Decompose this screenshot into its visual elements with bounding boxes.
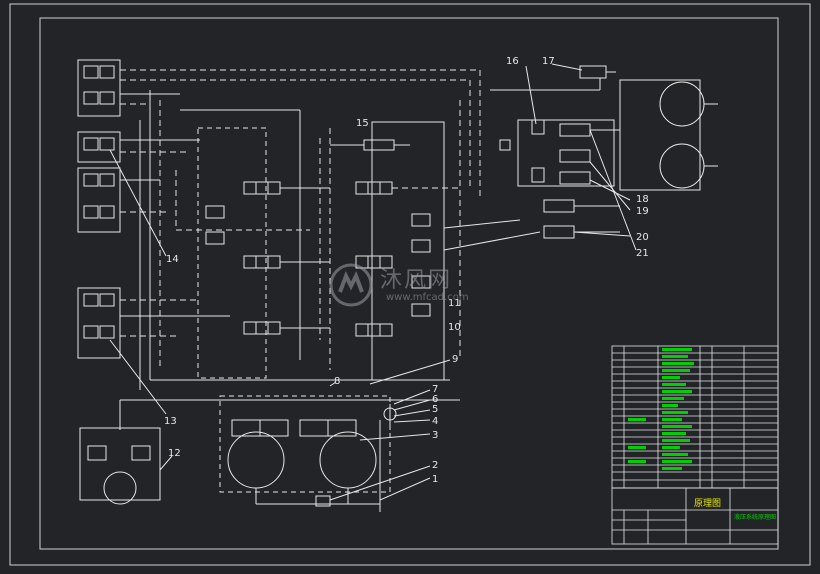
title-block bbox=[611, 487, 779, 545]
pilot-valve-group-mid bbox=[77, 131, 200, 233]
pilot-valve-group-top bbox=[77, 59, 480, 117]
callout-1: 1 bbox=[432, 474, 438, 485]
callout-13: 13 bbox=[164, 416, 177, 427]
parts-list-table bbox=[611, 345, 779, 489]
pilot-valve-group-bottom bbox=[77, 287, 230, 359]
directional-valve-bank-left bbox=[175, 109, 330, 379]
sheet-border-outer bbox=[9, 3, 811, 566]
callout-17: 17 bbox=[542, 56, 555, 67]
title-block-drawing-name: 液压系统原理图 bbox=[734, 513, 776, 521]
pump-12 bbox=[79, 427, 161, 505]
sheet-border-inner bbox=[39, 17, 779, 550]
callout-7: 7 bbox=[432, 384, 438, 395]
watermark-url: www.mfcad.com bbox=[386, 292, 469, 303]
callout-21: 21 bbox=[636, 248, 649, 259]
callout-4: 4 bbox=[432, 416, 438, 427]
callout-19: 19 bbox=[636, 206, 649, 217]
callout-16: 16 bbox=[506, 56, 519, 67]
directional-valve-bank-right bbox=[319, 100, 541, 381]
callout-15: 15 bbox=[356, 118, 369, 129]
pump-station bbox=[219, 395, 397, 512]
callout-18: 18 bbox=[636, 194, 649, 205]
callout-2: 2 bbox=[432, 460, 438, 471]
title-block-main-title: 原理图 bbox=[694, 498, 721, 509]
valve-15 bbox=[330, 139, 410, 151]
callout-8: 8 bbox=[334, 376, 340, 387]
callout-6: 6 bbox=[432, 394, 438, 405]
watermark-logo-icon bbox=[329, 263, 373, 307]
watermark: 沐风网 www.mfcad.com bbox=[328, 262, 498, 312]
parts-list-entries bbox=[628, 348, 694, 470]
cylinder-17 bbox=[490, 65, 616, 91]
callout-5: 5 bbox=[432, 404, 438, 415]
watermark-brand: 沐风网 bbox=[380, 268, 453, 293]
callout-20: 20 bbox=[636, 232, 649, 243]
callout-3: 3 bbox=[432, 430, 438, 441]
callout-9: 9 bbox=[452, 354, 458, 365]
hydraulic-motors-right bbox=[590, 79, 718, 191]
callout-14: 14 bbox=[166, 254, 179, 265]
callout-12: 12 bbox=[168, 448, 181, 459]
callout-10: 10 bbox=[448, 322, 461, 333]
callout-11: 11 bbox=[448, 298, 461, 309]
